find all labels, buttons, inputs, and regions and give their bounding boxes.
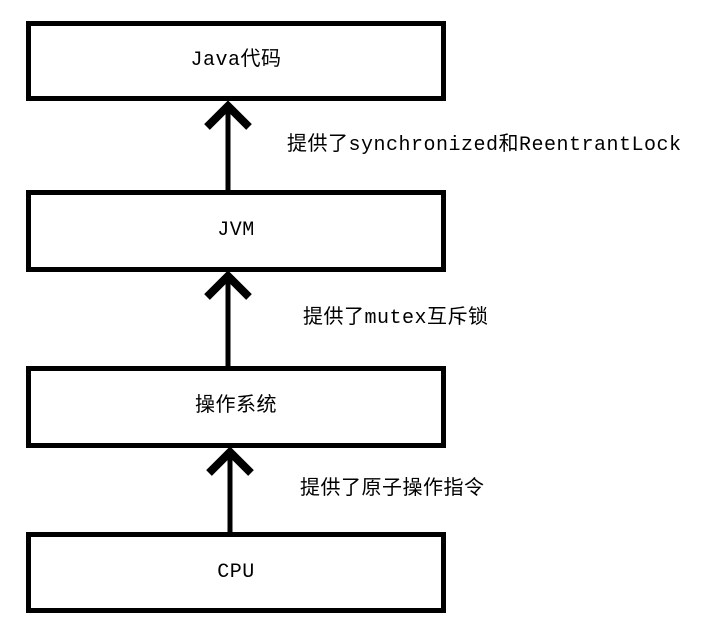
up-arrow-jvm-to-java — [204, 100, 252, 191]
box-operating-system-label: 操作系统 — [195, 395, 277, 418]
arrow-label-os-to-jvm: 提供了mutex互斥锁 — [303, 307, 489, 330]
up-arrow-os-to-jvm — [204, 270, 252, 367]
box-java-code-label: Java代码 — [190, 49, 282, 72]
box-cpu-label: CPU — [217, 560, 255, 584]
arrow-label-cpu-to-os: 提供了原子操作指令 — [300, 478, 485, 501]
arrow-label-jvm-to-java: 提供了synchronized和ReentrantLock — [287, 134, 682, 157]
box-java-code: Java代码 — [26, 21, 446, 101]
box-jvm: JVM — [26, 190, 446, 272]
box-jvm-label: JVM — [217, 219, 255, 242]
box-cpu: CPU — [26, 532, 446, 613]
up-arrow-cpu-to-os — [206, 446, 254, 533]
box-operating-system: 操作系统 — [26, 366, 446, 448]
